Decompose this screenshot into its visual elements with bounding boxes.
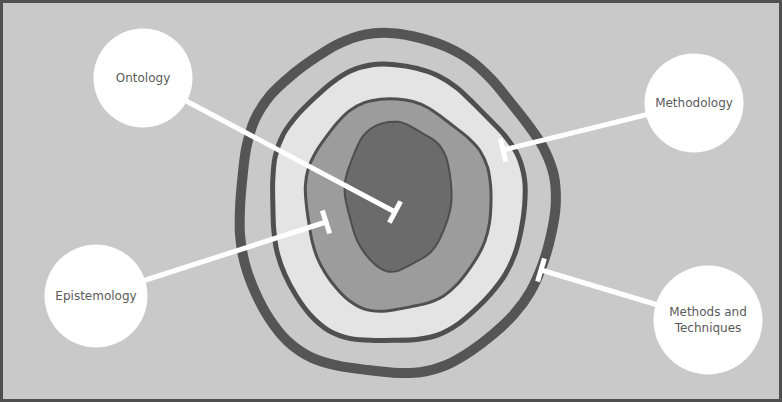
third-ring — [305, 99, 491, 312]
circle-outline — [94, 29, 193, 128]
concept-label: Methods and Techniques — [665, 304, 751, 336]
concept-circle: Ontology — [93, 28, 193, 128]
circle-content: Methodology — [644, 53, 744, 153]
circle-outline — [45, 245, 148, 348]
outer-ring — [240, 33, 556, 373]
concept-circle: Epistemology — [44, 244, 148, 348]
leader-tee — [322, 211, 329, 234]
concept-label: Ontology — [116, 70, 171, 86]
leader-tee — [538, 259, 545, 282]
circle-content: Epistemology — [44, 244, 148, 348]
circle-content: Methods and Techniques — [653, 265, 763, 375]
leader-lines — [96, 78, 708, 320]
core-ring — [345, 122, 452, 272]
concept-label: Epistemology — [55, 288, 136, 304]
circle-outline — [654, 266, 763, 375]
leader-tee — [500, 138, 506, 161]
second-ring — [273, 64, 526, 340]
circle-content: Ontology — [93, 28, 193, 128]
leader-tee — [389, 201, 400, 222]
concept-circle: Methods and Techniques — [653, 265, 763, 375]
concept-label: Methodology — [655, 95, 733, 111]
concept-circle: Methodology — [644, 53, 744, 153]
tree-rings — [240, 33, 556, 373]
circle-shape — [653, 265, 763, 375]
circle-outline — [645, 54, 744, 153]
